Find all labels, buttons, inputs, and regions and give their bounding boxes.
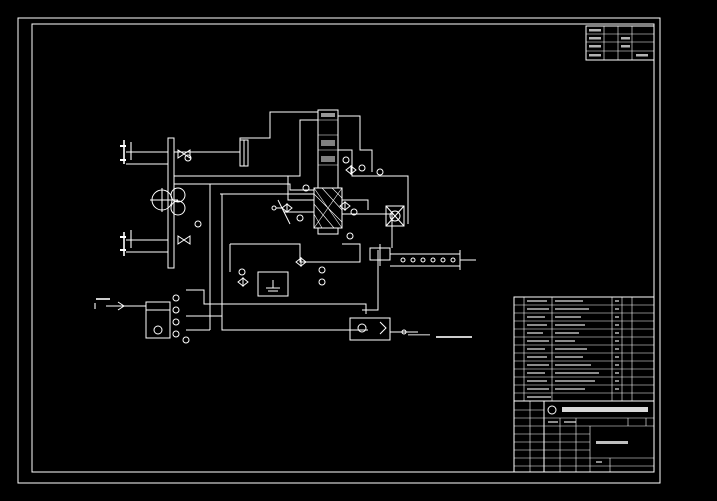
instrument-valves [271, 156, 384, 268]
storage-vessel [96, 294, 190, 344]
inner-drawing-frame [31, 23, 655, 473]
outer-sheet-border [17, 17, 661, 484]
collection-tank [237, 266, 326, 297]
process-piping [174, 111, 409, 331]
right-exchanger [369, 205, 476, 270]
reactor-column [313, 109, 343, 235]
manifold-labels [94, 142, 132, 309]
left-gas-manifold [120, 137, 202, 269]
title-block [513, 296, 655, 473]
pump-group [349, 317, 472, 341]
approval-table [585, 25, 655, 61]
